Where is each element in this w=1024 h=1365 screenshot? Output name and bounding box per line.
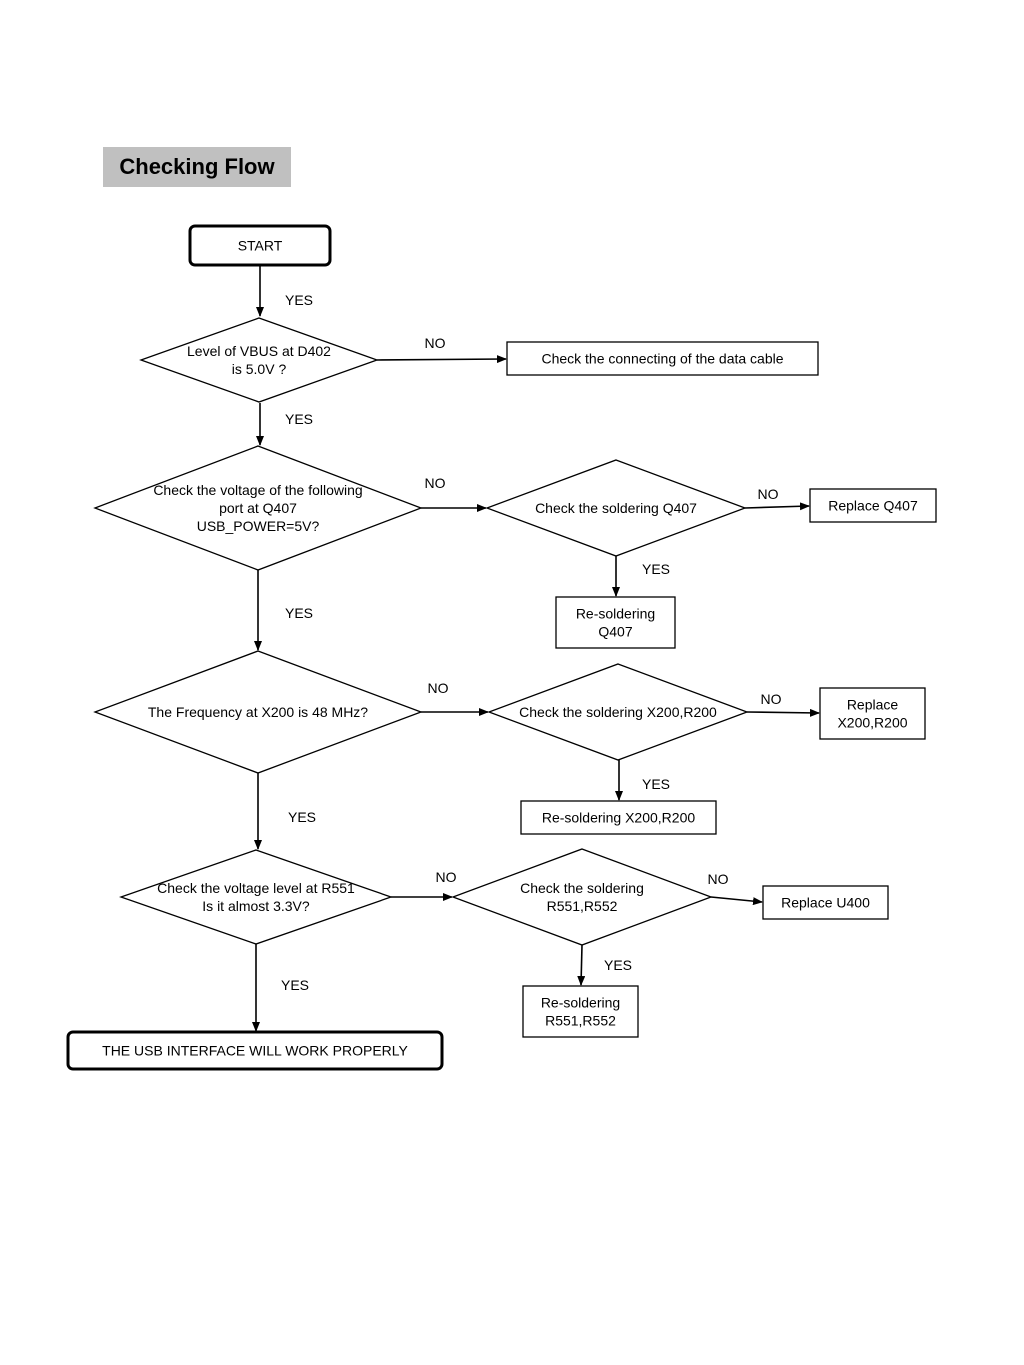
edge-label-yes: YES [281, 977, 309, 993]
decision-diamond [119, 849, 393, 945]
node-d-x200-solder: Check the soldering X200,R200 [487, 663, 749, 761]
node-text-line: Re-soldering [576, 606, 655, 622]
node-text-line: USB_POWER=5V? [197, 518, 320, 534]
edge-labels: YES NO YES NO NO YES YES NO NO YES YES NO NO YES YES [281, 292, 782, 993]
node-text-line: Replace U400 [781, 895, 870, 911]
decision-diamond [485, 459, 747, 557]
node-text-line: Check the soldering [520, 880, 644, 896]
process-box [809, 488, 937, 523]
edge-label-no: NO [708, 871, 729, 887]
node-end: THE USB INTERFACE WILL WORK PROPERLY [66, 1030, 444, 1071]
node-text-line: Re-soldering X200,R200 [542, 810, 696, 826]
node-text-line: X200,R200 [837, 715, 907, 731]
node-text-line: The Frequency at X200 is 48 MHz? [148, 704, 368, 720]
node-d-freq: The Frequency at X200 is 48 MHz? [93, 650, 423, 774]
process-box [555, 596, 676, 649]
edge-label-no: NO [425, 475, 446, 491]
node-text-line: THE USB INTERFACE WILL WORK PROPERLY [102, 1043, 408, 1059]
node-text-line: Replace [847, 697, 899, 713]
process-box [819, 687, 926, 740]
process-box [522, 985, 639, 1038]
node-text-line: Check the soldering Q407 [535, 500, 697, 516]
decision-diamond [93, 445, 423, 571]
connectors [252, 266, 820, 1032]
terminal-box [188, 224, 332, 267]
decision-diamond [487, 663, 749, 761]
edge-label-yes: YES [642, 776, 670, 792]
edge-label-no: NO [425, 335, 446, 351]
edge-label-yes: YES [285, 292, 313, 308]
edge-label-yes: YES [285, 605, 313, 621]
node-text-line: is 5.0V ? [232, 361, 287, 377]
node-text-line: Q407 [598, 624, 632, 640]
node-start: START [188, 224, 332, 267]
node-b-resolder-x200: Re-soldering X200,R200 [520, 800, 717, 835]
node-text-line: R551,R552 [545, 1013, 616, 1029]
node-text-line: Replace Q407 [828, 498, 918, 514]
node-d-r551: Check the voltage level at R551 Is it alm… [119, 849, 393, 945]
node-text-line: Check the voltage level at R551 [157, 880, 355, 896]
edge-label-no: NO [761, 691, 782, 707]
title-banner: Checking Flow [103, 147, 291, 187]
node-d-q407-port: Check the voltage of the following port a… [93, 445, 423, 571]
terminal-box [66, 1030, 444, 1071]
edge-label-yes: YES [288, 809, 316, 825]
decision-diamond [139, 317, 379, 403]
edge-label-yes: YES [604, 957, 632, 973]
connector-arrow [744, 502, 810, 511]
node-b-replace-q407: Replace Q407 [809, 488, 937, 523]
node-text-line: Is it almost 3.3V? [202, 898, 310, 914]
node-text-line: port at Q407 [219, 500, 297, 516]
edge-label-no: NO [436, 869, 457, 885]
node-text-line: Check the voltage of the following [153, 482, 362, 498]
node-b-replace-u400: Replace U400 [762, 885, 889, 920]
edge-label-yes: YES [642, 561, 670, 577]
node-text-line: Level of VBUS at D402 [187, 343, 331, 359]
node-text-line: Check the soldering X200,R200 [519, 704, 717, 720]
decision-diamond [93, 650, 423, 774]
node-text-line: Re-soldering [541, 995, 620, 1011]
process-box [506, 341, 819, 376]
edge-label-yes: YES [285, 411, 313, 427]
node-text-line: Check the connecting of the data cable [541, 351, 783, 367]
connector-arrow [376, 355, 507, 364]
connector-arrow [577, 944, 586, 986]
node-b-cable: Check the connecting of the data cable [506, 341, 819, 376]
decision-diamond [451, 848, 713, 946]
connector-arrow [746, 708, 820, 717]
page-title: Checking Flow [119, 154, 275, 179]
node-d-vbus: Level of VBUS at D402 is 5.0V ? [139, 317, 379, 403]
edge-label-no: NO [428, 680, 449, 696]
nodes: START Level of VBUS at D402 is 5.0V ? Check… [66, 224, 937, 1071]
edge-label-no: NO [758, 486, 779, 502]
connector-arrow [710, 896, 763, 906]
process-box [762, 885, 889, 920]
node-text-line: R551,R552 [547, 898, 618, 914]
node-d-q407-solder: Check the soldering Q407 [485, 459, 747, 557]
process-box [520, 800, 717, 835]
node-text-line: START [238, 238, 283, 254]
